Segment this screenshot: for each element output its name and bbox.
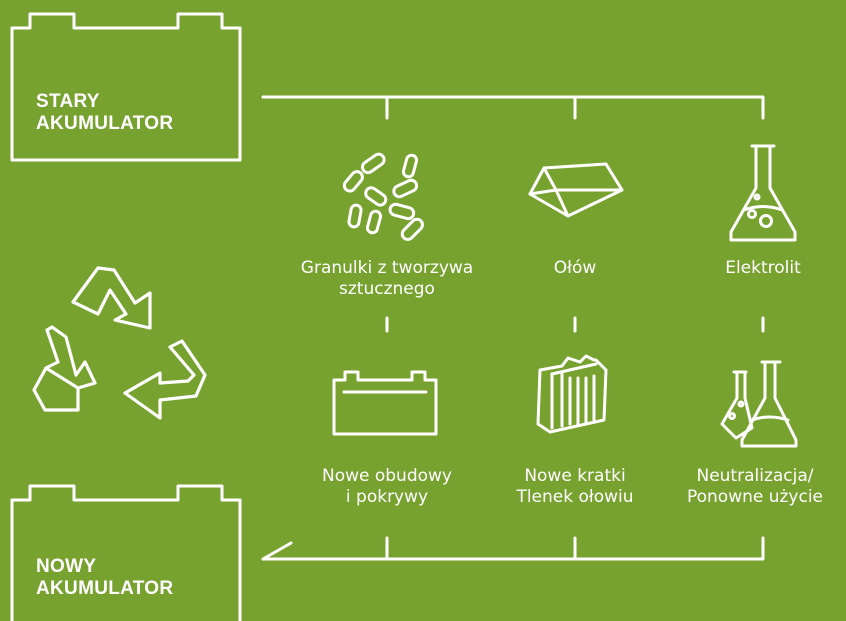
flask-icon [729, 144, 797, 242]
material-caption-electrolyte: Elektrolit [693, 258, 833, 279]
material-caption-plastic: Granulki z tworzywa sztucznego [277, 258, 497, 300]
recycle-arrow-right [123, 339, 207, 420]
product-caption-grids: Nowe kratki Tlenek ołowiu [495, 466, 655, 508]
new-battery-box [10, 484, 242, 621]
recycle-arrow-left-tail [32, 366, 80, 412]
lead-ingot-icon [528, 162, 624, 218]
new-battery-label-line2: AKUMULATOR [36, 578, 174, 599]
old-battery-label-line2: AKUMULATOR [36, 113, 174, 134]
flow-lines [261, 95, 765, 561]
caption-line2: Tlenek ołowiu [516, 487, 634, 507]
caption-line2: Ponowne użycie [686, 487, 824, 507]
caption-line2: i pokrywy [345, 487, 429, 507]
product-caption-neutralization: Neutralizacja/ Ponowne użycie [664, 466, 846, 508]
old-battery-box [10, 12, 242, 162]
caption-line1: Elektrolit [725, 258, 801, 278]
battery-outline-icon [10, 484, 242, 621]
battery-case-icon [332, 370, 438, 436]
battery-outline-icon [10, 12, 242, 162]
recycle-arrows-icon [32, 266, 207, 420]
new-battery-label-line1: NOWY [36, 556, 97, 577]
product-caption-cases: Nowe obudowy i pokrywy [287, 466, 487, 508]
lab-glassware-icon [720, 360, 798, 448]
old-battery-label-line1: STARY [36, 91, 100, 112]
old-battery-label: STARY AKUMULATOR [36, 91, 173, 135]
caption-line1: Granulki z tworzywa [300, 258, 474, 278]
material-to-product-lines [385, 316, 765, 333]
recycle-arrow-left [44, 325, 97, 390]
battery-grid-icon [536, 354, 608, 434]
caption-line1: Nowe kratki [524, 466, 626, 486]
caption-line1: Nowe obudowy [321, 466, 452, 486]
material-caption-lead: Ołów [515, 258, 635, 279]
caption-line1: Ołów [553, 258, 597, 278]
caption-line1: Neutralizacja/ [696, 466, 814, 486]
bottom-merge-line [261, 536, 765, 561]
plastic-pellets-icon [342, 152, 424, 241]
recycle-arrow-top [71, 266, 152, 330]
top-branch-line [261, 95, 765, 120]
new-battery-label: NOWY AKUMULATOR [36, 556, 173, 600]
caption-line2: sztucznego [339, 279, 435, 299]
